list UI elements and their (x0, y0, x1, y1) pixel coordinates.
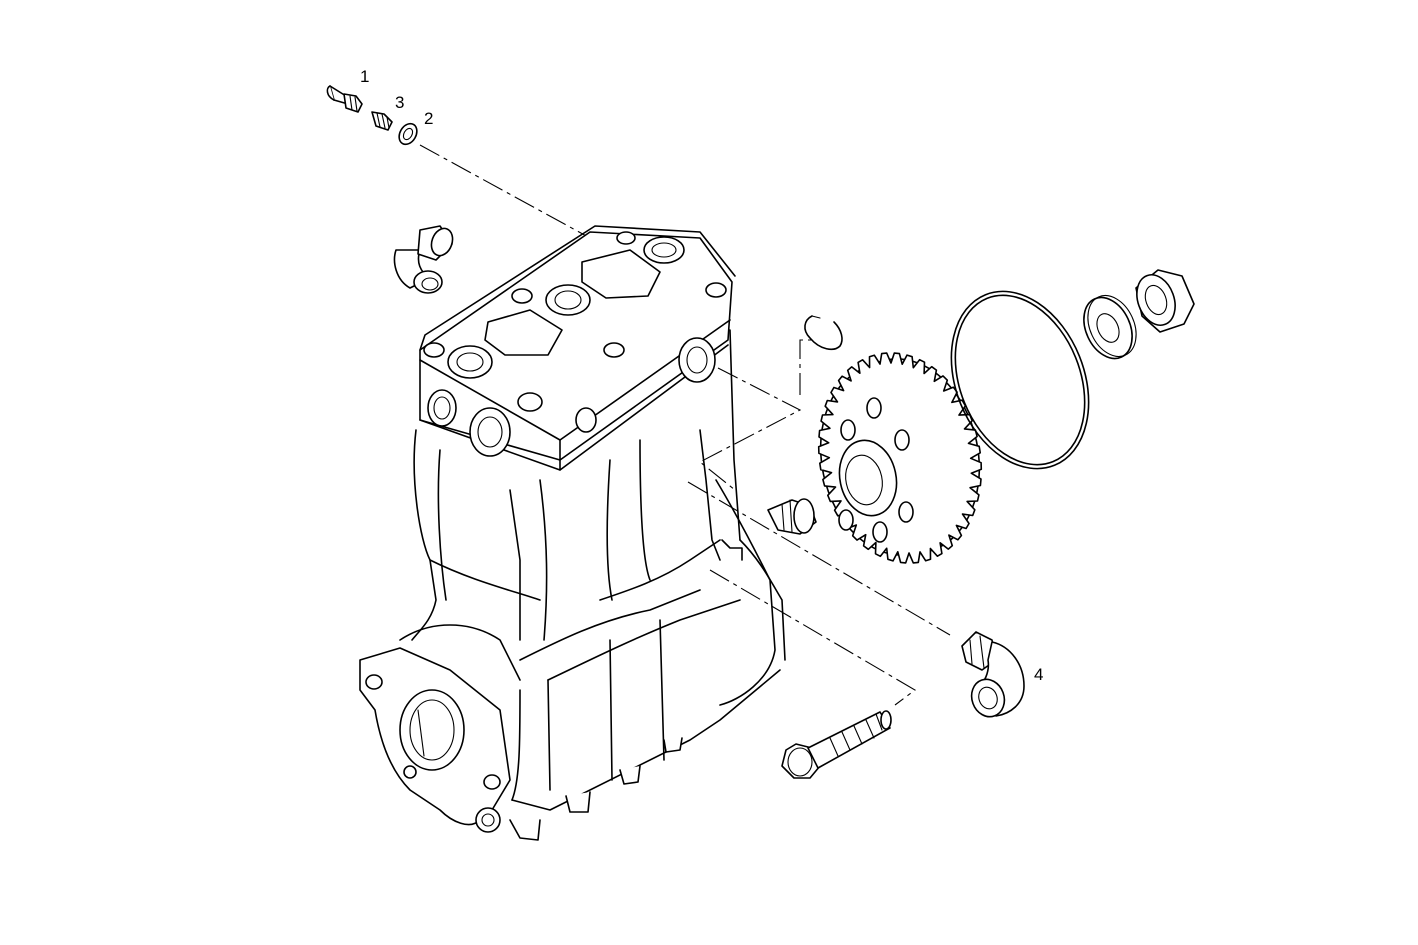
callout-3: 3 (395, 93, 404, 112)
compressor-body (359, 225, 786, 841)
callout-2: 2 (424, 109, 433, 128)
hex-nut (1135, 269, 1195, 333)
bolt (781, 710, 892, 779)
stud (767, 498, 817, 535)
callout-labels: 1 2 3 4 (360, 67, 1043, 684)
washer (1083, 294, 1137, 360)
callout-4: 4 (1034, 665, 1043, 684)
drive-gear (817, 352, 983, 564)
part-2-seal-washer (398, 122, 418, 146)
snap-ring (804, 315, 843, 351)
part-4-elbow-fitting (961, 631, 1025, 718)
part-3-plug (371, 111, 393, 131)
part-1-valve-fitting (326, 85, 363, 113)
elbow-fitting-upper (393, 225, 454, 294)
o-ring (950, 290, 1090, 470)
callout-1: 1 (360, 67, 369, 86)
